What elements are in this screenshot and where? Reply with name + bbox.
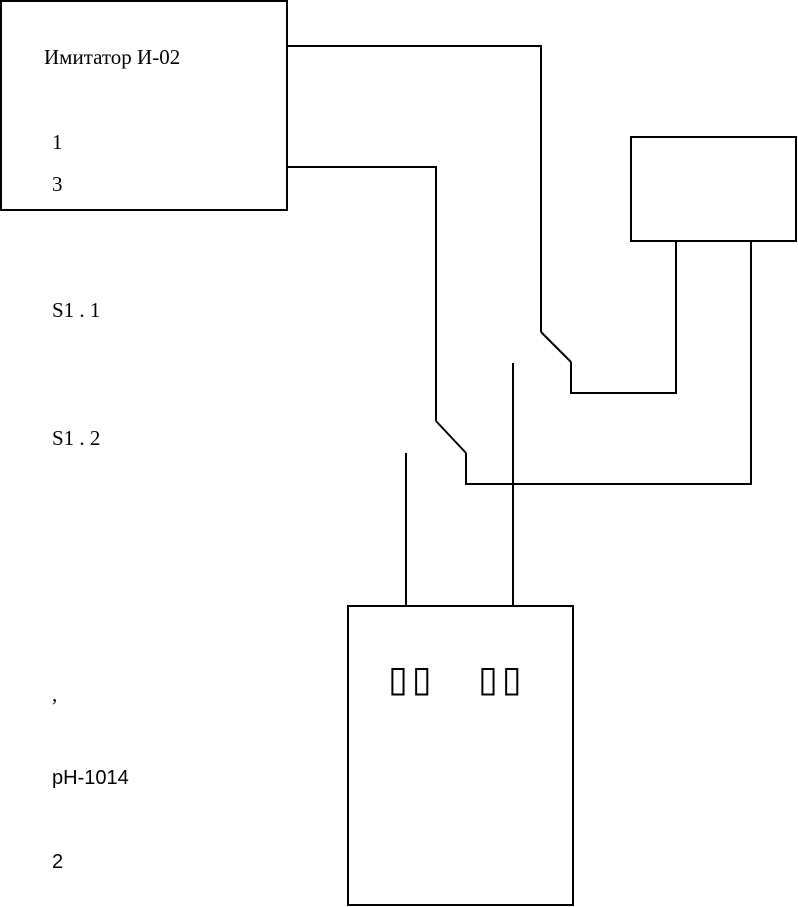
terminal-2-label: 2 xyxy=(52,851,64,873)
imitator-block xyxy=(0,0,288,211)
terminal-3-label: 3 xyxy=(52,172,63,196)
wire-terminal-1-upper xyxy=(287,45,542,332)
meter-block xyxy=(347,605,574,906)
imitator-title: Имитатор И-02 xyxy=(44,45,181,69)
wire-s1-2-to-reference xyxy=(465,241,752,485)
reference-block xyxy=(630,136,797,242)
wire-s1-1-to-reference xyxy=(570,241,677,394)
switch-s1-2-blade xyxy=(435,420,467,454)
wire-terminal-3-upper xyxy=(287,166,437,421)
terminal-1-label: 1 xyxy=(52,130,63,154)
switch-s1-1-blade xyxy=(540,331,572,363)
meter-display-right: ▯▯ xyxy=(478,659,526,700)
meter-display-left: ▯▯ xyxy=(388,659,436,700)
comma-mark: , xyxy=(52,682,58,706)
switch-s1-1-label: S1 . 1 xyxy=(52,298,101,322)
switch-s1-2-label: S1 . 2 xyxy=(52,426,101,450)
meter-model-label: pH-1014 xyxy=(52,767,129,789)
